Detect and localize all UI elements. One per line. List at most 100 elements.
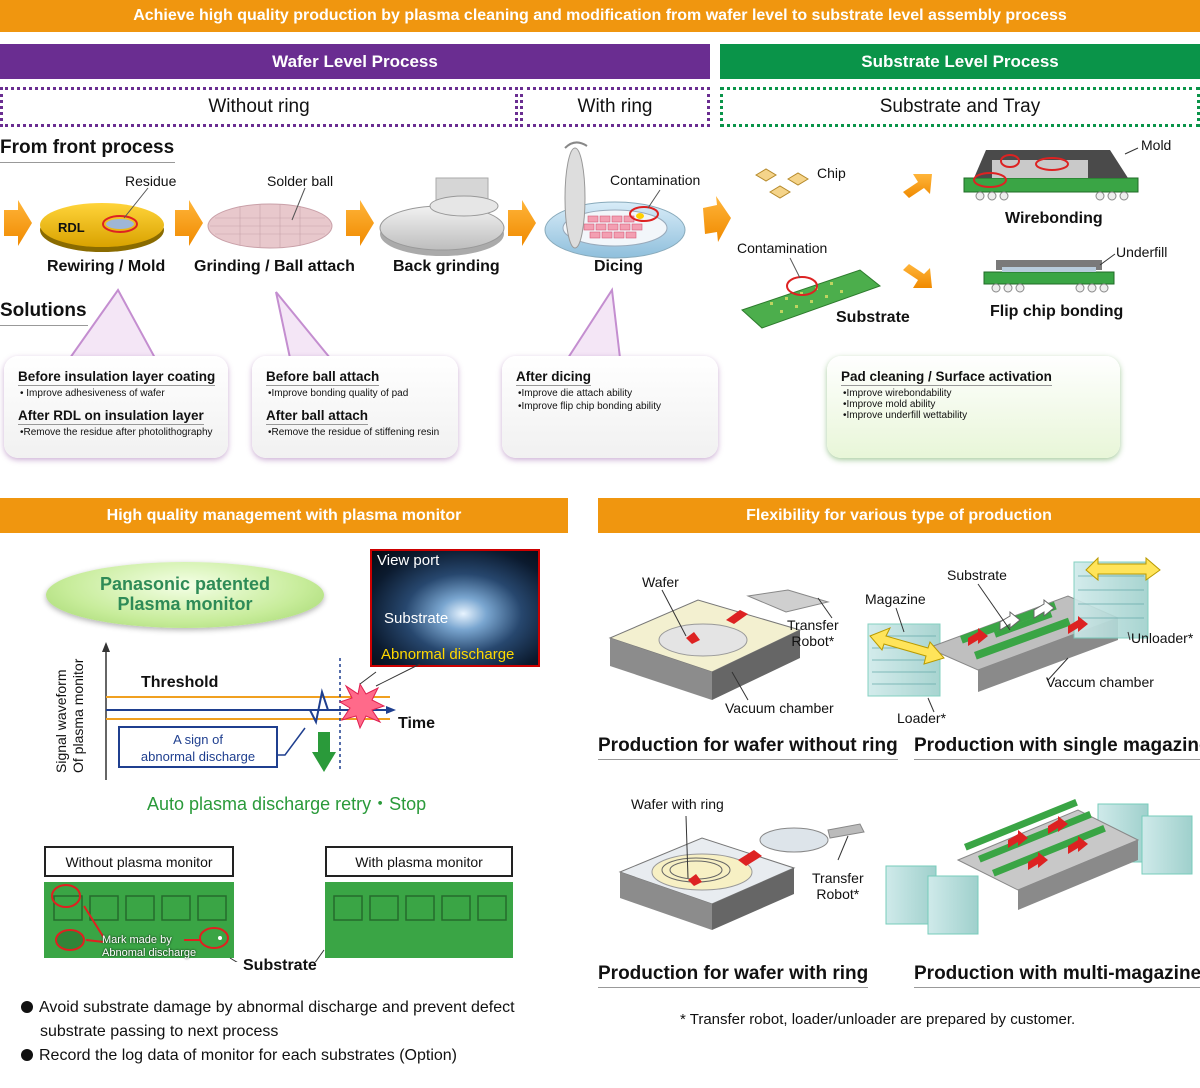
abnormal-sign-box: A sign of abnormal discharge bbox=[118, 726, 278, 768]
bullet-2: Record the log data of monitor for each … bbox=[21, 1044, 457, 1068]
caption-single-magazine: Production with single magazine bbox=[914, 735, 1200, 760]
unloader-label: Unloader* bbox=[1131, 630, 1194, 646]
caption-multi-magazines: Production with multi-magazines bbox=[914, 963, 1200, 988]
from-front-process-title: From front process bbox=[0, 137, 175, 163]
process-flow-illustration bbox=[4, 141, 1139, 359]
view-port-substrate-label: Substrate bbox=[384, 610, 449, 627]
solution-heading: Before insulation layer coating bbox=[18, 369, 216, 386]
flip-chip-label: Flip chip bonding bbox=[990, 303, 1124, 320]
flow-arrow-7 bbox=[903, 264, 932, 288]
flexibility-illustrations bbox=[608, 556, 1193, 935]
bullet-dot bbox=[21, 1049, 33, 1061]
wafer-with-ring-label: Wafer with ring bbox=[631, 796, 724, 812]
badge-line-2: Plasma monitor bbox=[117, 594, 253, 614]
solution-text: •Improve flip chip bonding ability bbox=[518, 401, 662, 412]
loader-label: Loader* bbox=[897, 710, 947, 726]
substrate-contamination-label: Contamination bbox=[737, 240, 828, 256]
transfer-robot-label: Transfer Robot* bbox=[787, 617, 839, 649]
mark-label: Mark made by Abnomal discharge bbox=[102, 934, 196, 960]
plasma-monitor-badge bbox=[46, 562, 324, 628]
solution-text: •Remove the residue after photolithograp… bbox=[20, 427, 213, 438]
flow-arrow-2 bbox=[175, 200, 203, 246]
substrate-comparison-images bbox=[44, 882, 513, 962]
vacuum-chamber-label: Vacuum chamber bbox=[725, 700, 834, 716]
bullet-1-text-a: Avoid substrate damage by abnormal disch… bbox=[39, 999, 515, 1016]
flow-arrow-6 bbox=[903, 174, 932, 198]
magazine-label: Magazine bbox=[865, 591, 926, 607]
solutions-title: Solutions bbox=[0, 300, 88, 326]
rewiring-mold-label: Rewiring / Mold bbox=[47, 258, 166, 275]
vaccum-chamber-label: Vaccum chamber bbox=[1046, 674, 1154, 690]
flow-arrow-3 bbox=[346, 200, 374, 246]
solution-heading: After ball attach bbox=[266, 408, 369, 425]
solution-text: •Improve wirebondability bbox=[843, 388, 952, 399]
bullet-1-text-b: substrate passing to next process bbox=[40, 1023, 279, 1040]
flow-arrow-4 bbox=[508, 200, 536, 246]
solution-text: •Improve underfill wettability bbox=[843, 410, 968, 421]
solution-box-dicing: After dicing •Improve die attach ability… bbox=[502, 356, 718, 458]
with-monitor-label: With plasma monitor bbox=[325, 846, 513, 877]
solution-text: • Improve adhesiveness of wafer bbox=[20, 388, 165, 399]
without-monitor-label: Without plasma monitor bbox=[44, 846, 234, 877]
substrate-label: Substrate bbox=[836, 309, 910, 326]
without-ring-label: Without ring bbox=[0, 87, 518, 127]
time-label: Time bbox=[398, 715, 436, 732]
contamination-label: Contamination bbox=[610, 172, 701, 188]
wirebonding-label: Wirebonding bbox=[1005, 210, 1103, 227]
rdl-label: RDL bbox=[58, 220, 85, 235]
transfer-b-line-2: Robot* bbox=[816, 886, 860, 902]
substrate-tray-label: Substrate and Tray bbox=[720, 87, 1200, 127]
chip-label: Chip bbox=[817, 165, 846, 181]
signal-waveform-diagram bbox=[102, 642, 396, 780]
wafer-level-header: Wafer Level Process bbox=[0, 44, 710, 79]
view-port-image bbox=[370, 549, 540, 667]
top-banner: Achieve high quality production by plasm… bbox=[0, 0, 1200, 32]
y-axis-line-1: Signal waveform bbox=[53, 669, 69, 774]
grinding-ball-attach-label: Grinding / Ball attach bbox=[194, 258, 355, 275]
caption-wafer-with-ring: Production for wafer with ring bbox=[598, 963, 869, 988]
retry-label: Auto plasma discharge retry・Stop bbox=[147, 794, 427, 814]
solution-box-substrate: Pad cleaning / Surface activation •Impro… bbox=[827, 356, 1120, 458]
caption-wafer-without-ring: Production for wafer without ring bbox=[598, 735, 898, 760]
flexibility-header: Flexibility for various type of producti… bbox=[598, 498, 1200, 533]
back-grinding-label: Back grinding bbox=[393, 258, 500, 275]
viewport-callout bbox=[375, 663, 421, 687]
mark-line-1: Mark made by bbox=[102, 934, 172, 946]
transfer-b-line-1: Transfer bbox=[812, 870, 864, 886]
substrate-level-header: Substrate Level Process bbox=[720, 44, 1200, 79]
solution-heading: Pad cleaning / Surface activation bbox=[841, 369, 1052, 386]
sign-line-2: abnormal discharge bbox=[140, 749, 256, 764]
solution-heading: After dicing bbox=[516, 369, 592, 386]
flow-arrow-5 bbox=[703, 196, 731, 242]
y-axis-label: Signal waveform Of plasma monitor bbox=[53, 633, 87, 773]
transfer-line-2: Robot* bbox=[791, 633, 835, 649]
mark-line-2: Abnomal discharge bbox=[102, 947, 197, 959]
y-axis-line-2: Of plasma monitor bbox=[70, 658, 86, 773]
wafer-label: Wafer bbox=[642, 574, 679, 590]
solution-box-rewiring: Before insulation layer coating • Improv… bbox=[4, 356, 228, 458]
threshold-label: Threshold bbox=[141, 674, 219, 691]
bullet-1: Avoid substrate damage by abnormal disch… bbox=[21, 996, 515, 1044]
badge-line-1: Panasonic patented bbox=[99, 574, 271, 594]
flow-arrow-1 bbox=[4, 200, 32, 246]
residue-label: Residue bbox=[125, 173, 177, 189]
solution-heading: Before ball attach bbox=[266, 369, 380, 386]
comparison-substrate-label: Substrate bbox=[243, 957, 317, 974]
bullet-dot bbox=[21, 1001, 33, 1013]
sign-line-1: A sign of bbox=[173, 732, 223, 747]
bullet-2-text: Record the log data of monitor for each … bbox=[39, 1047, 457, 1064]
solder-ball-label: Solder ball bbox=[267, 173, 334, 189]
underfill-label: Underfill bbox=[1116, 244, 1168, 260]
substrate-flow-label: Substrate bbox=[947, 567, 1007, 583]
abnormal-discharge-label: Abnormal discharge bbox=[381, 646, 515, 663]
solution-heading: After RDL on insulation layer bbox=[18, 408, 204, 425]
with-ring-label: With ring bbox=[520, 87, 710, 127]
view-port-label: View port bbox=[377, 552, 440, 569]
dicing-label: Dicing bbox=[594, 258, 643, 275]
solution-text: •Improve mold ability bbox=[843, 399, 936, 410]
solution-text: •Improve die attach ability bbox=[518, 388, 633, 399]
transfer-line-1: Transfer bbox=[787, 617, 839, 633]
footnote: * Transfer robot, loader/unloader are pr… bbox=[680, 1011, 1076, 1028]
monitor-header: High quality management with plasma moni… bbox=[0, 498, 568, 533]
solution-box-grinding: Before ball attach •Improve bonding qual… bbox=[252, 356, 458, 458]
